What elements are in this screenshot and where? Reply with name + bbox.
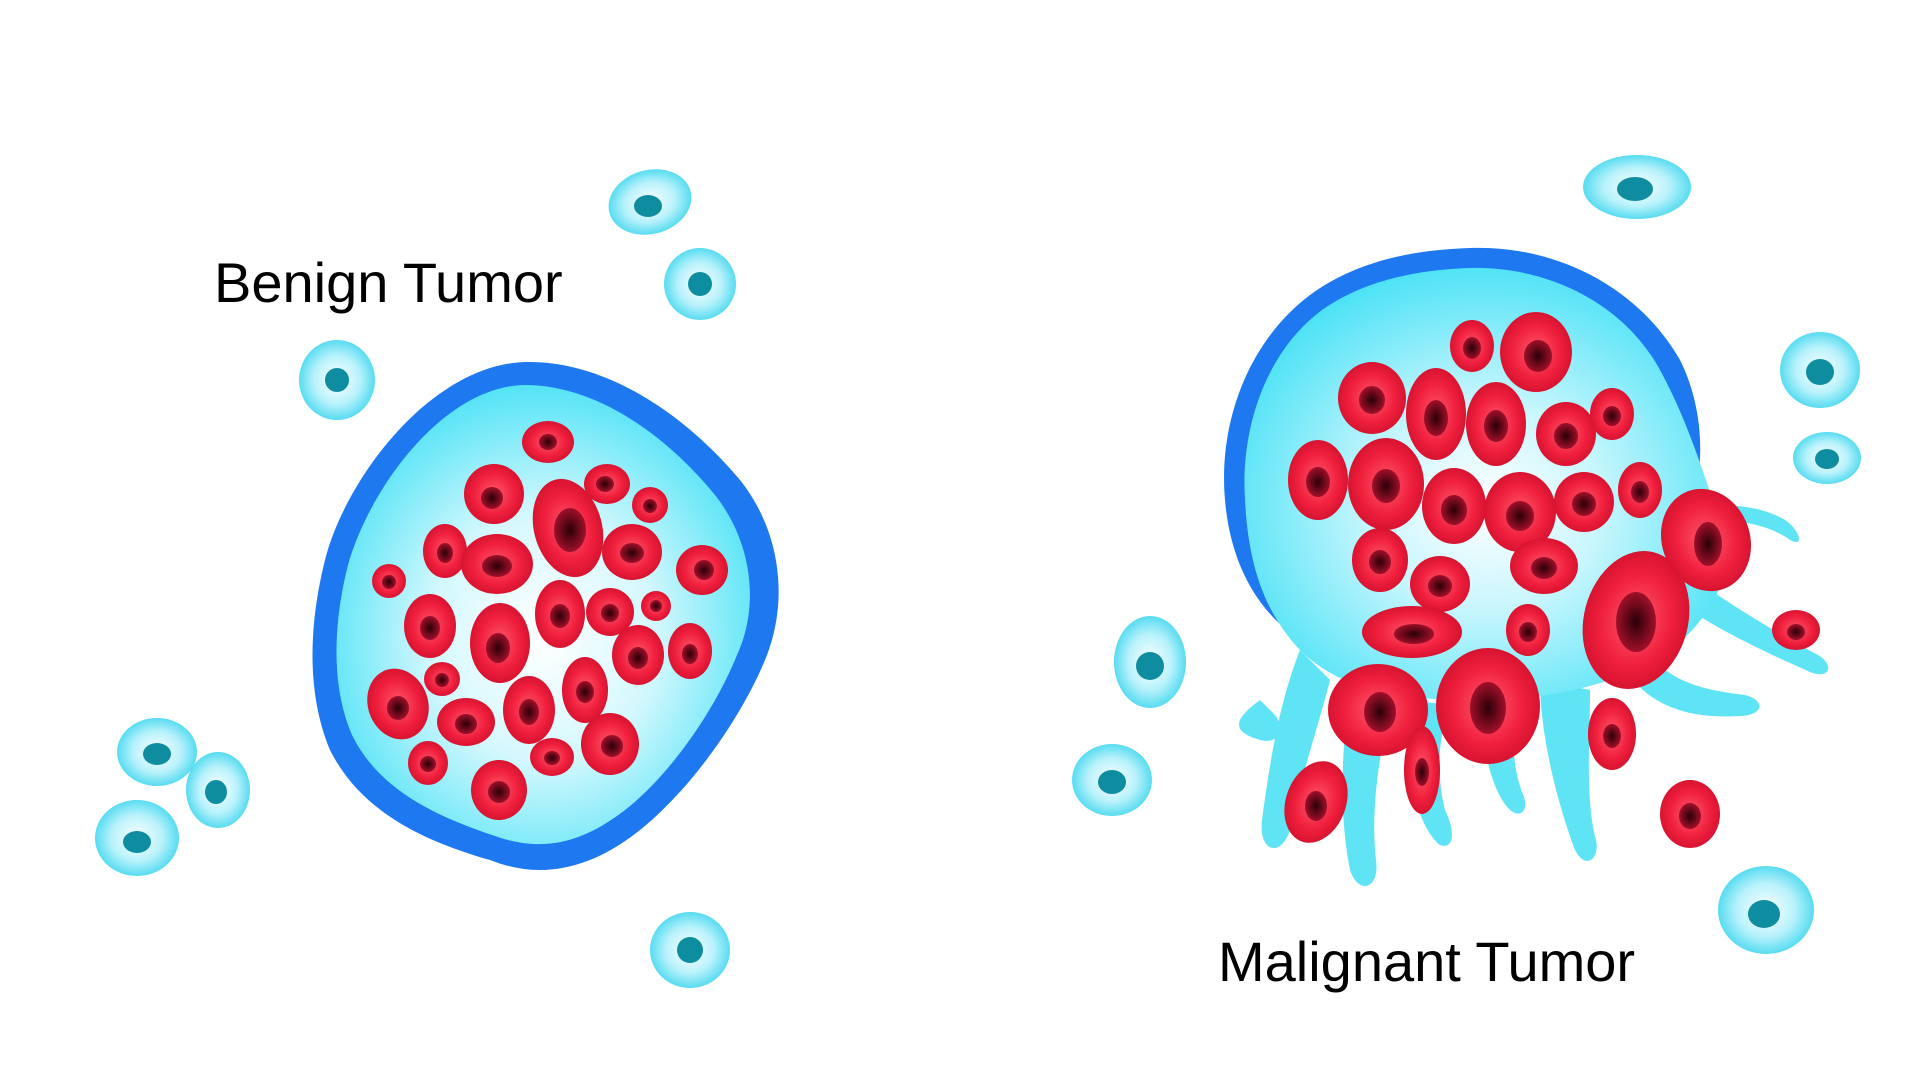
malignant-tumor-cell (1410, 556, 1470, 612)
benign-tumor-cell (461, 534, 533, 594)
malignant-tumor-cell (1506, 604, 1550, 656)
benign-tumor-cell (562, 657, 608, 723)
benign-tumor (312, 361, 779, 870)
malignant-tumor-cell (1536, 402, 1596, 466)
normal-cell (299, 340, 375, 420)
normal-cell (1793, 432, 1861, 484)
malignant-tumor-cell (1288, 440, 1348, 520)
benign-tumor-cell (676, 545, 728, 595)
malignant-tumor-cell (1660, 488, 1752, 592)
malignant-tumor-cell (1588, 698, 1636, 770)
normal-cell (650, 912, 730, 988)
normal-cell (117, 718, 197, 786)
normal-cell (1718, 866, 1814, 954)
normal-cell (664, 248, 736, 320)
benign-tumor-cell (470, 603, 530, 683)
malignant-tumor-cell (1422, 468, 1486, 544)
benign-tumor-cell (586, 588, 634, 636)
malignant-tumor-cell (1352, 528, 1408, 592)
benign-tumor-cell (602, 524, 662, 580)
benign-tumor-cell (424, 662, 460, 696)
malignant-tumor-cell (1582, 551, 1690, 689)
normal-cells-left (95, 169, 736, 988)
malignant-tumor-cell (1466, 382, 1526, 466)
normal-cell (1072, 744, 1152, 816)
benign-tumor-cells (367, 421, 728, 820)
benign-tumor-cell (404, 594, 456, 658)
benign-tumor-cell (471, 760, 527, 820)
benign-tumor-cell (503, 676, 555, 744)
malignant-tumor-cell (1660, 780, 1720, 848)
malignant-tumor-cell (1328, 664, 1428, 756)
normal-cell (1583, 155, 1691, 219)
benign-tumor-cell (612, 625, 664, 685)
malignant-tumor-cells (1284, 312, 1820, 848)
malignant-tumor (1224, 247, 1829, 887)
normal-cell (95, 800, 179, 876)
malignant-tumor-cell (1772, 610, 1820, 650)
benign-tumor-cell (367, 668, 429, 740)
malignant-tumor-cell (1500, 312, 1572, 392)
normal-cells-right (1072, 155, 1861, 954)
malignant-tumor-cell (1554, 472, 1614, 532)
benign-tumor-cell (641, 591, 671, 621)
benign-tumor-cell (464, 464, 524, 524)
malignant-tumor-cell (1284, 761, 1348, 843)
malignant-tumor-cell (1436, 648, 1540, 764)
malignant-tumor-cell (1406, 368, 1466, 460)
benign-tumor-cell (423, 524, 467, 578)
normal-cell (186, 752, 250, 828)
benign-tumor-cell (584, 464, 630, 504)
normal-cell (1114, 616, 1186, 708)
benign-tumor-cell (372, 564, 406, 598)
malignant-tumor-cell (1618, 462, 1662, 518)
malignant-tumor-cell (1348, 438, 1424, 530)
malignant-tumor-cell (1510, 538, 1578, 594)
malignant-tumor-cell (1338, 362, 1406, 434)
benign-tumor-cell (530, 738, 574, 776)
benign-tumor-cell (522, 421, 574, 463)
benign-tumor-cell (532, 478, 604, 578)
benign-tumor-cell (408, 741, 448, 785)
malignant-tumor-cell (1484, 472, 1556, 552)
malignant-tumor-cell (1362, 606, 1462, 658)
malignant-tumor-cell (1590, 388, 1634, 440)
benign-tumor-cell (535, 580, 585, 648)
benign-tumor-cell (668, 623, 712, 679)
benign-tumor-label: Benign Tumor (214, 251, 563, 314)
normal-cell (1780, 332, 1860, 408)
malignant-tumor-cell (1450, 320, 1494, 372)
malignant-tumor-label: Malignant Tumor (1218, 930, 1636, 993)
normal-cell (608, 169, 692, 235)
benign-tumor-cell (437, 698, 495, 746)
benign-tumor-cell (581, 713, 639, 775)
benign-tumor-cell (632, 487, 668, 523)
malignant-tumor-cell (1404, 726, 1440, 814)
